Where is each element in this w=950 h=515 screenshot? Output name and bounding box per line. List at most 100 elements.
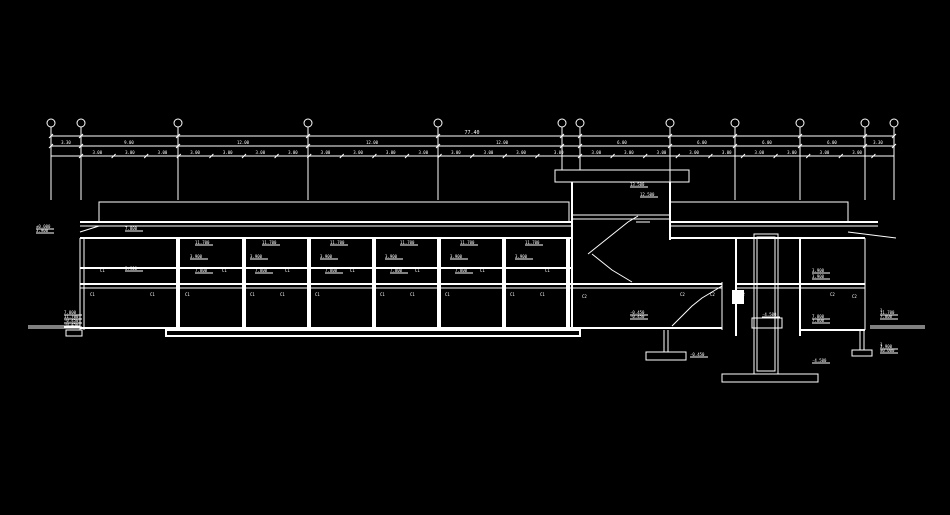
elevation-label: 3.900 [250, 254, 263, 259]
room-label: C2 [680, 292, 685, 297]
dimension-tick [871, 153, 876, 159]
dimension-tick [437, 153, 442, 159]
dimension-tick [209, 153, 214, 159]
room-label: C2 [852, 294, 857, 299]
elevation-label: 7.800 [390, 268, 403, 273]
elevation-label: 11.700 [880, 310, 895, 315]
dimension-tick [797, 133, 803, 139]
dimension-tick [838, 153, 844, 159]
section-label: 1 [880, 308, 883, 313]
dimension-tick [642, 153, 648, 159]
elevation-label: 7.800 [255, 268, 268, 273]
sub-dimension-text: 3.00 [754, 150, 764, 155]
room-label: C1 [350, 268, 355, 273]
dimension-tick [805, 153, 811, 159]
section-label: 1 [880, 342, 883, 347]
grid-axes [46, 118, 899, 200]
dimension-tick [176, 153, 182, 159]
elevation-label: -0.450 [64, 322, 79, 327]
elevation-label: 3.900 [320, 254, 333, 259]
dimension-tick [502, 153, 508, 159]
dimension-tick [78, 143, 84, 149]
sub-dimension-text: 3.00 [386, 150, 396, 155]
room-label: C1 [510, 292, 515, 297]
dimension-tick [862, 133, 868, 139]
room-label: C2 [582, 294, 587, 299]
elevation-label: 7.800 [64, 310, 77, 315]
elevation-label: 7.800 [125, 226, 138, 231]
bay-dimension-text: 12.00 [496, 140, 509, 145]
bay-dimension-text: 3.30 [873, 140, 883, 145]
elevation-label: -4.500 [762, 312, 777, 317]
elevation-label: 3.900 [515, 254, 528, 259]
elevation-label: ±0.000 [880, 348, 895, 353]
room-label: C1 [100, 268, 105, 273]
dimension-tick [435, 143, 441, 149]
bay-dimension-text: 12.00 [237, 140, 250, 145]
dimension-tick [339, 153, 345, 159]
elevation-label: 3.900 [450, 254, 463, 259]
sub-dimension-text: 3.00 [484, 150, 494, 155]
elevation-label: 3.900 [880, 344, 893, 349]
bay-dimension-text: 6.00 [617, 140, 627, 145]
room-label: C1 [540, 292, 545, 297]
sub-dimension-text: 3.00 [321, 150, 331, 155]
left-building-section [28, 201, 581, 337]
dimension-tick [675, 153, 681, 159]
elevation-label: 12.500 [640, 192, 655, 197]
dimension-tick [732, 133, 738, 139]
dimension-tick [48, 133, 54, 139]
elevation-label: 3.900 [125, 266, 138, 271]
room-label: C1 [285, 268, 290, 273]
sub-dimension-text: 3.00 [125, 150, 135, 155]
bay-dimension-text: 6.00 [697, 140, 707, 145]
sub-dimension-text: 3.00 [158, 150, 168, 155]
elevation-label: 3.900 [36, 228, 49, 233]
dimension-tick [435, 133, 441, 139]
dimension-tick [241, 153, 247, 159]
room-label: C1 [250, 292, 255, 297]
stair-tower-section [554, 169, 723, 330]
sub-dimension-text: 3.00 [624, 150, 634, 155]
dimension-tick [305, 133, 311, 139]
room-label: C1 [545, 268, 550, 273]
sub-dimensions: 3.00 3.00 3.00 3.00 3.00 3.00 3.00 3.00 3.00 3.00… [92, 150, 862, 155]
dimension-tick [740, 153, 746, 159]
elevation-label: ±0.000 [36, 224, 51, 229]
dimension-tick [708, 153, 713, 159]
room-label: C2 [710, 292, 715, 297]
bay-dimension-text: 12.00 [366, 140, 379, 145]
sub-dimension-text: 3.00 [689, 150, 699, 155]
elevation-label: 11.700 [400, 240, 415, 245]
sub-dimension-text: 3.00 [787, 150, 797, 155]
sub-dimension-text: 3.00 [554, 150, 564, 155]
sub-dimension-text: 3.00 [288, 150, 298, 155]
sub-dimension-text: 3.00 [852, 150, 862, 155]
dimension-tick [732, 143, 738, 149]
sub-dimension-text: 3.00 [255, 150, 265, 155]
dimension-tick [797, 143, 803, 149]
bay-dimension-text: 6.00 [827, 140, 837, 145]
elevation-label: 7.800 [880, 314, 893, 319]
dimension-tick [404, 153, 410, 159]
sub-dimension-text: 3.00 [92, 150, 102, 155]
elevation-label: -0.450 [630, 310, 645, 315]
bay-dimension-text: 9.00 [124, 140, 134, 145]
sub-dimension-text: 3.00 [516, 150, 526, 155]
elevation-label: 11.700 [525, 240, 540, 245]
bay-dimension-text: 6.00 [762, 140, 772, 145]
elevation-label: 11.700 [262, 240, 277, 245]
elevation-label: -0.450 [630, 314, 645, 319]
dimension-tick [469, 153, 475, 159]
dimension-tick [891, 133, 897, 139]
elevation-label: 7.800 [455, 268, 468, 273]
elevation-label: 3.900 [812, 274, 825, 279]
room-label: C1 [222, 268, 227, 273]
elevation-label: 3.900 [812, 268, 825, 273]
dimension-tick [559, 133, 565, 139]
room-label: C2 [830, 292, 835, 297]
sub-dimension-text: 3.00 [190, 150, 200, 155]
room-label: C1 [90, 292, 95, 297]
sub-dimension-text: 3.00 [722, 150, 732, 155]
dimension-tick [891, 143, 897, 149]
